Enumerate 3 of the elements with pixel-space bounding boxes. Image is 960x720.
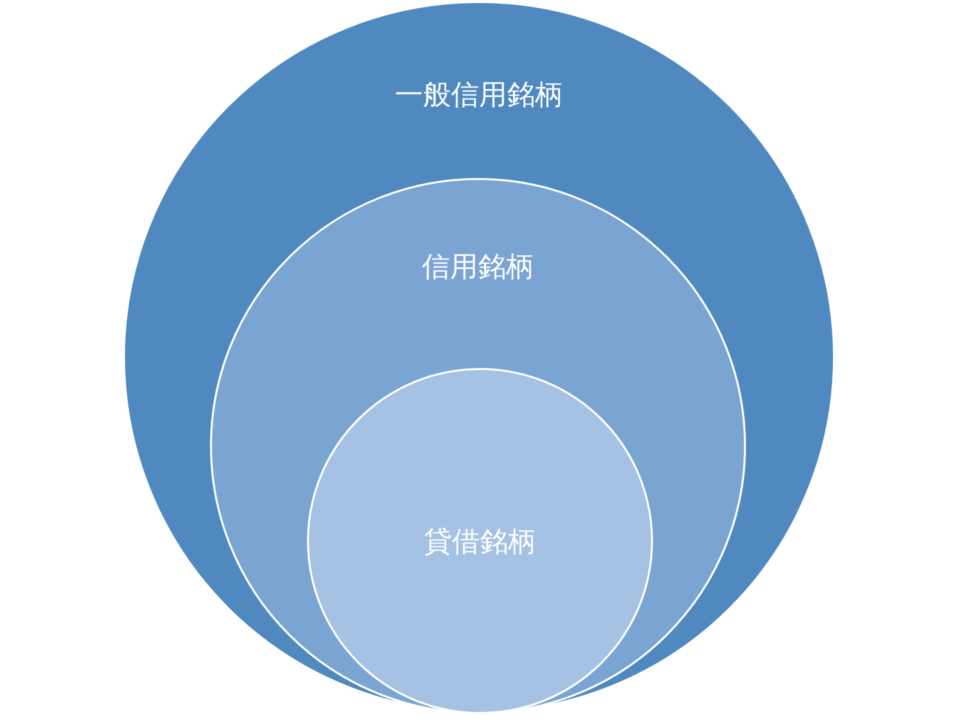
set-label: 一般信用銘柄 [395,78,563,112]
set-label: 信用銘柄 [422,250,534,284]
set-label: 貸借銘柄 [424,525,536,559]
